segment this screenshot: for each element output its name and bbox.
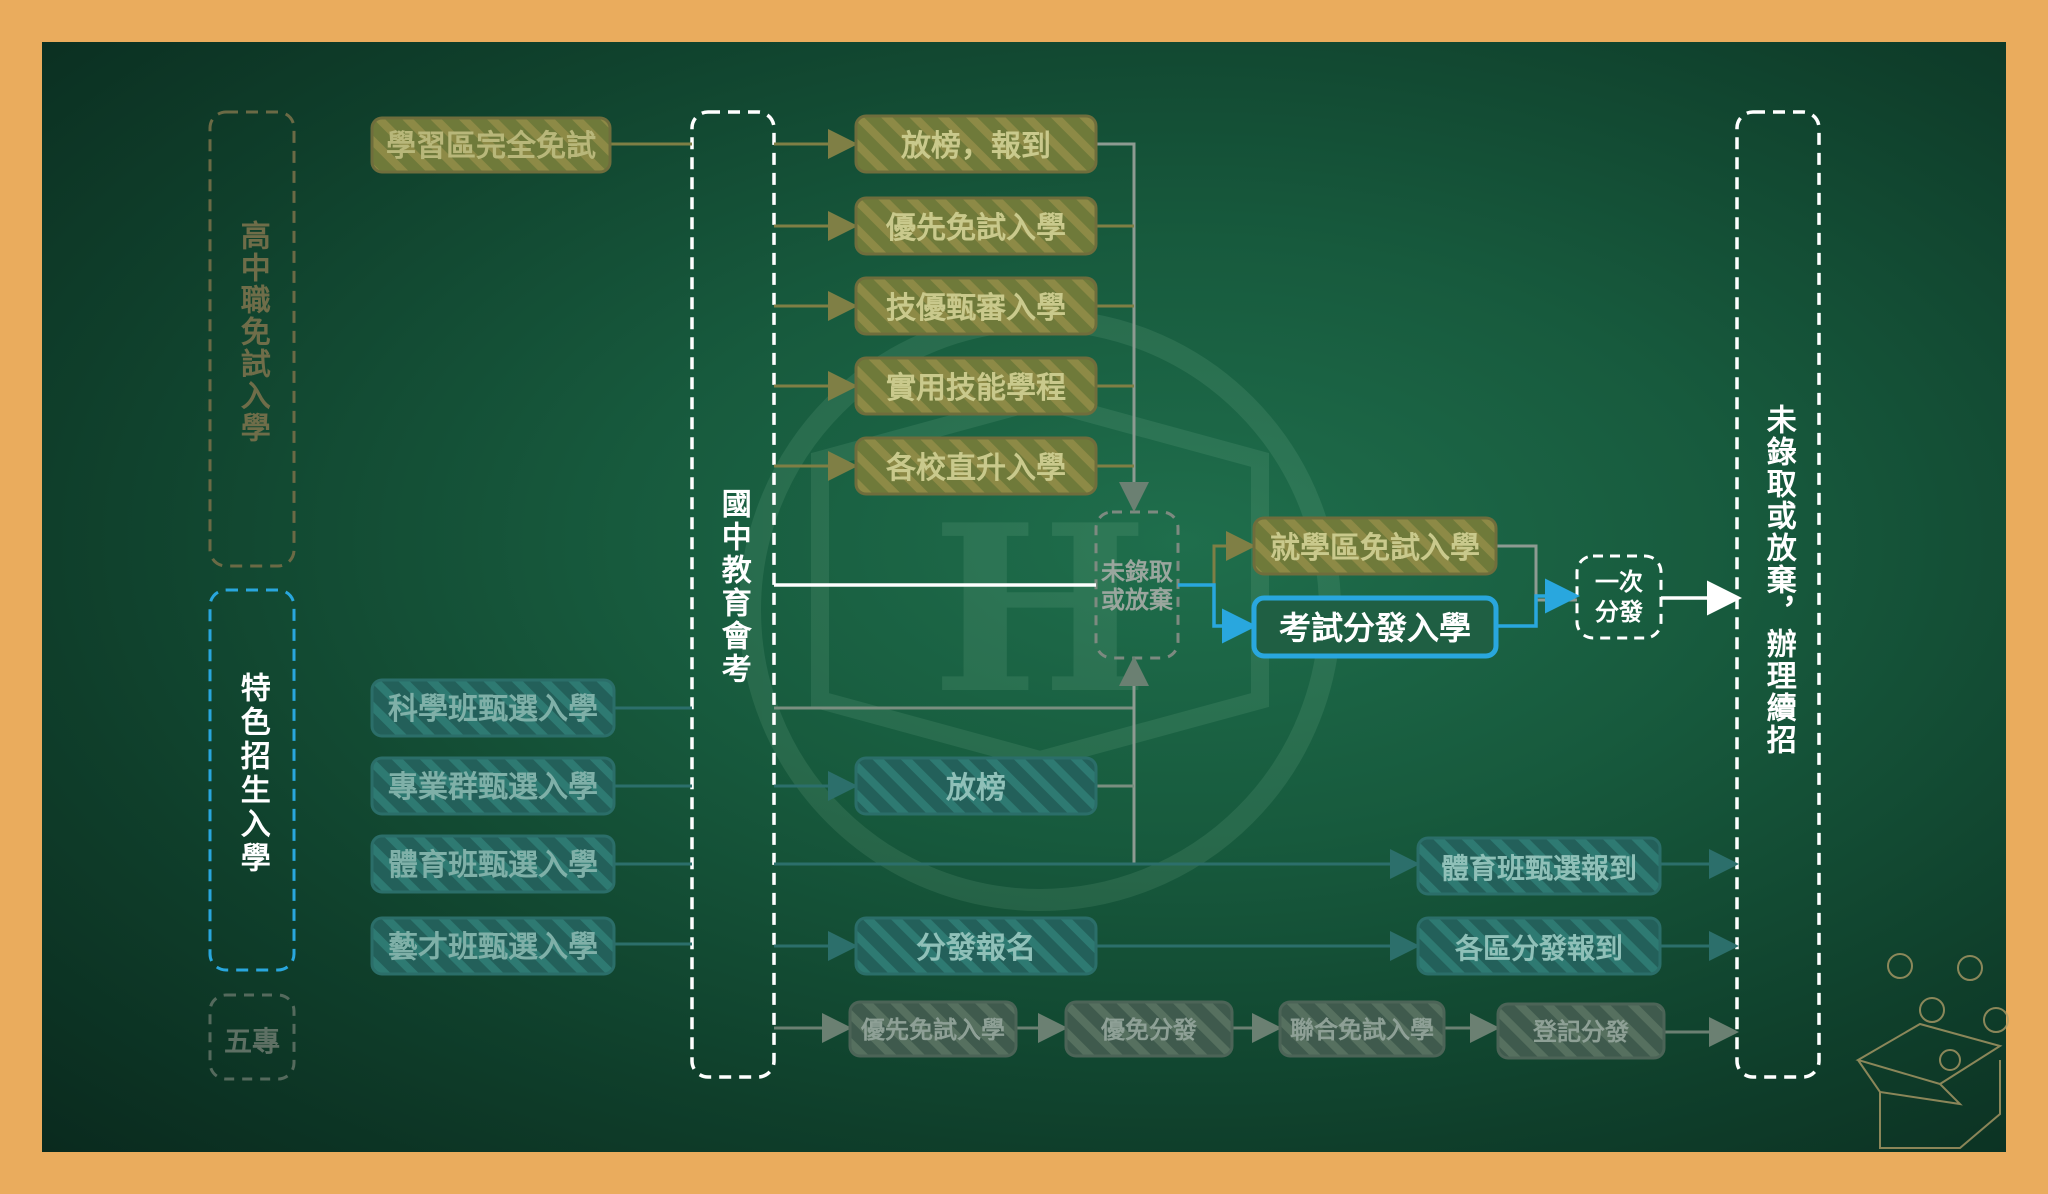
- five-year-item-1: 優先免試入學: [848, 1000, 1018, 1058]
- release-label: 放榜: [945, 771, 1006, 806]
- group-box-five-year: [208, 993, 296, 1081]
- group-label-free-admission: 高中職免試入學: [228, 220, 276, 444]
- right-column-label: 未錄取或放棄，辦理續招: [1754, 404, 1802, 756]
- source-box-top: 學習區完全免試: [370, 116, 612, 174]
- source-box-science: 科學班甄選入學: [370, 678, 616, 738]
- vertical-label-text: 未錄取或放棄，辦理續招: [1760, 404, 1796, 756]
- exam-admission-node: 考試分發入學: [1251, 595, 1499, 659]
- region-report-label: 各區分發報到: [1454, 932, 1623, 965]
- source-label-arts: 藝才班甄選入學: [388, 930, 598, 965]
- five-year-label: 登記分發: [1532, 1018, 1629, 1046]
- assign-signup-node: 分發報名: [854, 916, 1098, 976]
- decision-line-2: 或放棄: [1101, 586, 1174, 614]
- assign-signup-label: 分發報名: [916, 931, 1036, 966]
- vertical-label-text: 高中職免試入學: [234, 220, 270, 444]
- five-year-label: 優先免試入學: [860, 1016, 1005, 1044]
- five-year-label: 聯合免試入學: [1290, 1016, 1434, 1044]
- lightbulb-box-doodle: [1855, 953, 2009, 1149]
- olive-item-label: 放榜，報到: [900, 129, 1051, 164]
- group-label-five-year: 五專: [210, 1020, 294, 1060]
- vertical-label-text: 國中教育會考: [715, 488, 751, 686]
- source-label-science: 科學班甄選入學: [388, 692, 598, 727]
- district-admission-node: 就學區免試入學: [1252, 516, 1498, 576]
- five-year-label: 優免分發: [1100, 1016, 1197, 1044]
- group-box-special: [208, 588, 296, 972]
- olive-item-2: 優先免試入學: [854, 196, 1098, 256]
- region-report-node: 各區分發報到: [1416, 916, 1662, 976]
- source-box-sports: 體育班甄選入學: [370, 834, 616, 894]
- center-column-box: [690, 110, 776, 1079]
- source-label-professional: 專業群甄選入學: [388, 770, 598, 805]
- olive-item-label: 實用技能學程: [886, 371, 1066, 406]
- five-year-item-4: 登記分發: [1496, 1002, 1666, 1060]
- sports-report-node: 體育班甄選報到: [1416, 836, 1662, 896]
- decision-line-1: 未錄取: [1101, 558, 1173, 586]
- olive-item-label: 技優甄審入學: [886, 291, 1066, 326]
- olive-item-3: 技優甄審入學: [854, 276, 1098, 336]
- group-label-special: 特色招生入學: [228, 672, 276, 876]
- olive-item-1: 放榜，報到: [854, 114, 1098, 174]
- olive-item-4: 實用技能學程: [854, 356, 1098, 416]
- group-box-free-admission: [208, 110, 296, 568]
- five-year-item-3: 聯合免試入學: [1278, 1000, 1446, 1058]
- svg-text:H: H: [931, 475, 1148, 745]
- center-column-label: 國中教育會考: [709, 488, 757, 686]
- exam-admission-label: 考試分發入學: [1279, 609, 1471, 647]
- olive-item-5: 各校直升入學: [854, 436, 1098, 496]
- vertical-label-text: 特色招生入學: [234, 672, 270, 876]
- olive-item-label: 各校直升入學: [885, 451, 1066, 486]
- right-column-box: [1735, 110, 1821, 1079]
- sports-report-label: 體育班甄選報到: [1441, 852, 1637, 885]
- district-admission-label: 就學區免試入學: [1270, 531, 1480, 566]
- once-assign-line-2: 分發: [1595, 598, 1643, 626]
- release-node: 放榜: [854, 756, 1098, 816]
- source-label-sports: 體育班甄選入學: [388, 848, 598, 883]
- once-assign-box: [1575, 554, 1663, 640]
- olive-item-label: 優先免試入學: [885, 211, 1066, 246]
- source-box-arts: 藝才班甄選入學: [370, 916, 616, 976]
- source-box-professional: 專業群甄選入學: [370, 756, 616, 816]
- source-label-top: 學習區完全免試: [386, 129, 596, 164]
- once-assign-line-1: 一次: [1595, 568, 1643, 596]
- five-year-item-2: 優免分發: [1064, 1000, 1234, 1058]
- five-year-label-text: 五專: [223, 1025, 280, 1058]
